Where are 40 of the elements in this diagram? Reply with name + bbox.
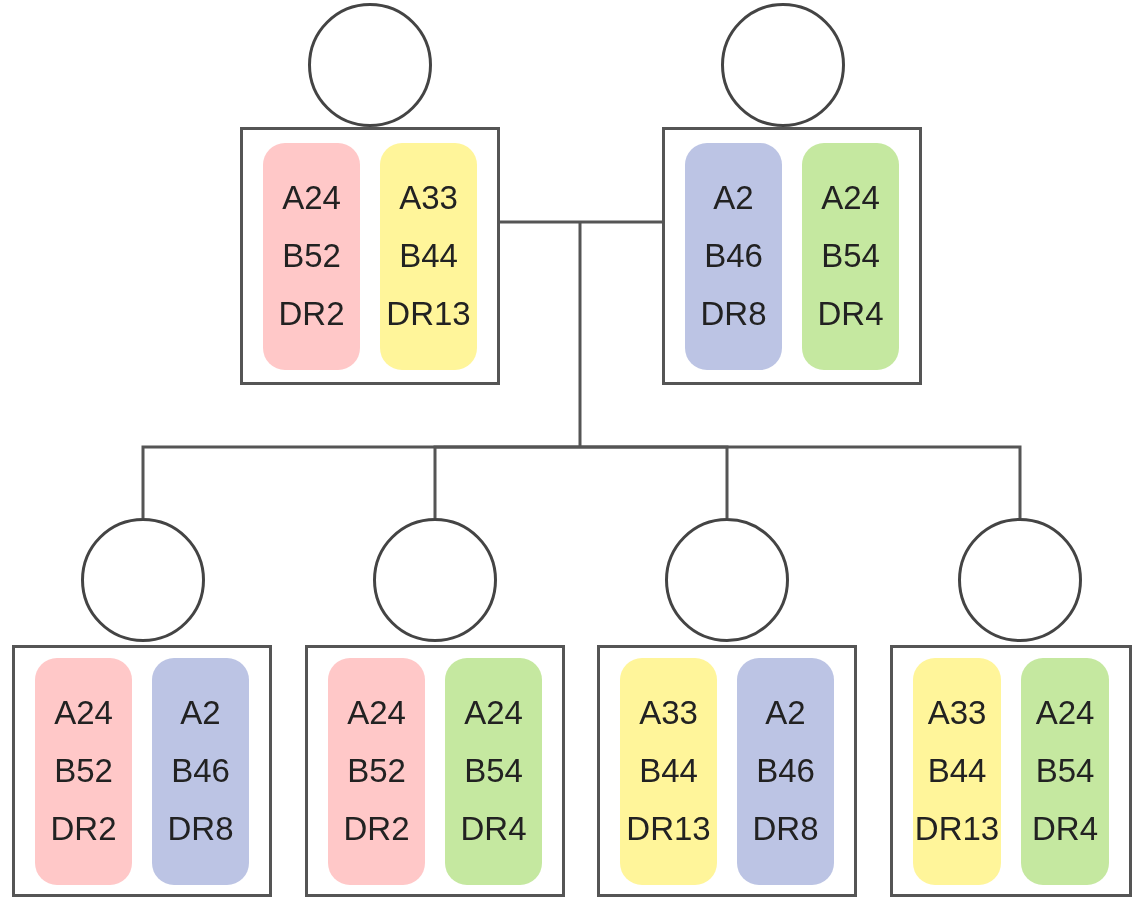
head-circle (81, 518, 205, 645)
haplotype-text: A24 B54 DR4 (460, 693, 527, 849)
haplotype-pill (35, 657, 132, 885)
haplotype-pill (445, 657, 542, 885)
person-body-box (12, 645, 272, 897)
haplotype-text: A24 B54 DR4 (1032, 693, 1098, 849)
haplotype-text: A2 B46 DR8 (167, 693, 234, 849)
haplotype-pill (685, 142, 782, 370)
haplotype-text: A33 B44 DR13 (386, 178, 471, 334)
haplotype-pill (328, 657, 425, 885)
haplotype-pill (152, 657, 249, 885)
descent-line (578, 222, 582, 447)
haplotype-pill (737, 657, 834, 885)
partner-line (500, 220, 662, 224)
haplotype-pill (380, 142, 477, 370)
person-body-box (890, 645, 1132, 897)
person-body-box (662, 127, 922, 385)
descent-line (433, 445, 580, 518)
descent-line (580, 445, 1022, 518)
person-body-box (305, 645, 565, 897)
haplotype-text: A24 B52 DR2 (50, 693, 117, 849)
haplotype-pill (620, 657, 717, 885)
haplotype-pill (913, 657, 1001, 885)
haplotype-text: A24 B54 DR4 (817, 178, 884, 334)
head-circle (373, 518, 497, 645)
haplotype-pill (1021, 657, 1109, 885)
haplotype-pill (263, 142, 360, 370)
head-circle (308, 3, 432, 127)
head-circle (721, 3, 845, 127)
haplotype-text: A33 B44 DR13 (626, 693, 711, 849)
haplotype-text: A24 B52 DR2 (278, 178, 345, 334)
person-body-box (240, 127, 500, 385)
person-body-box (597, 645, 857, 897)
haplotype-pill (802, 142, 899, 370)
head-circle (958, 518, 1082, 645)
haplotype-text: A33 B44 DR13 (914, 693, 1000, 849)
head-circle (665, 518, 789, 645)
haplotype-text: A24 B52 DR2 (343, 693, 410, 849)
haplotype-text: A2 B46 DR8 (752, 693, 819, 849)
haplotype-text: A2 B46 DR8 (700, 178, 767, 334)
